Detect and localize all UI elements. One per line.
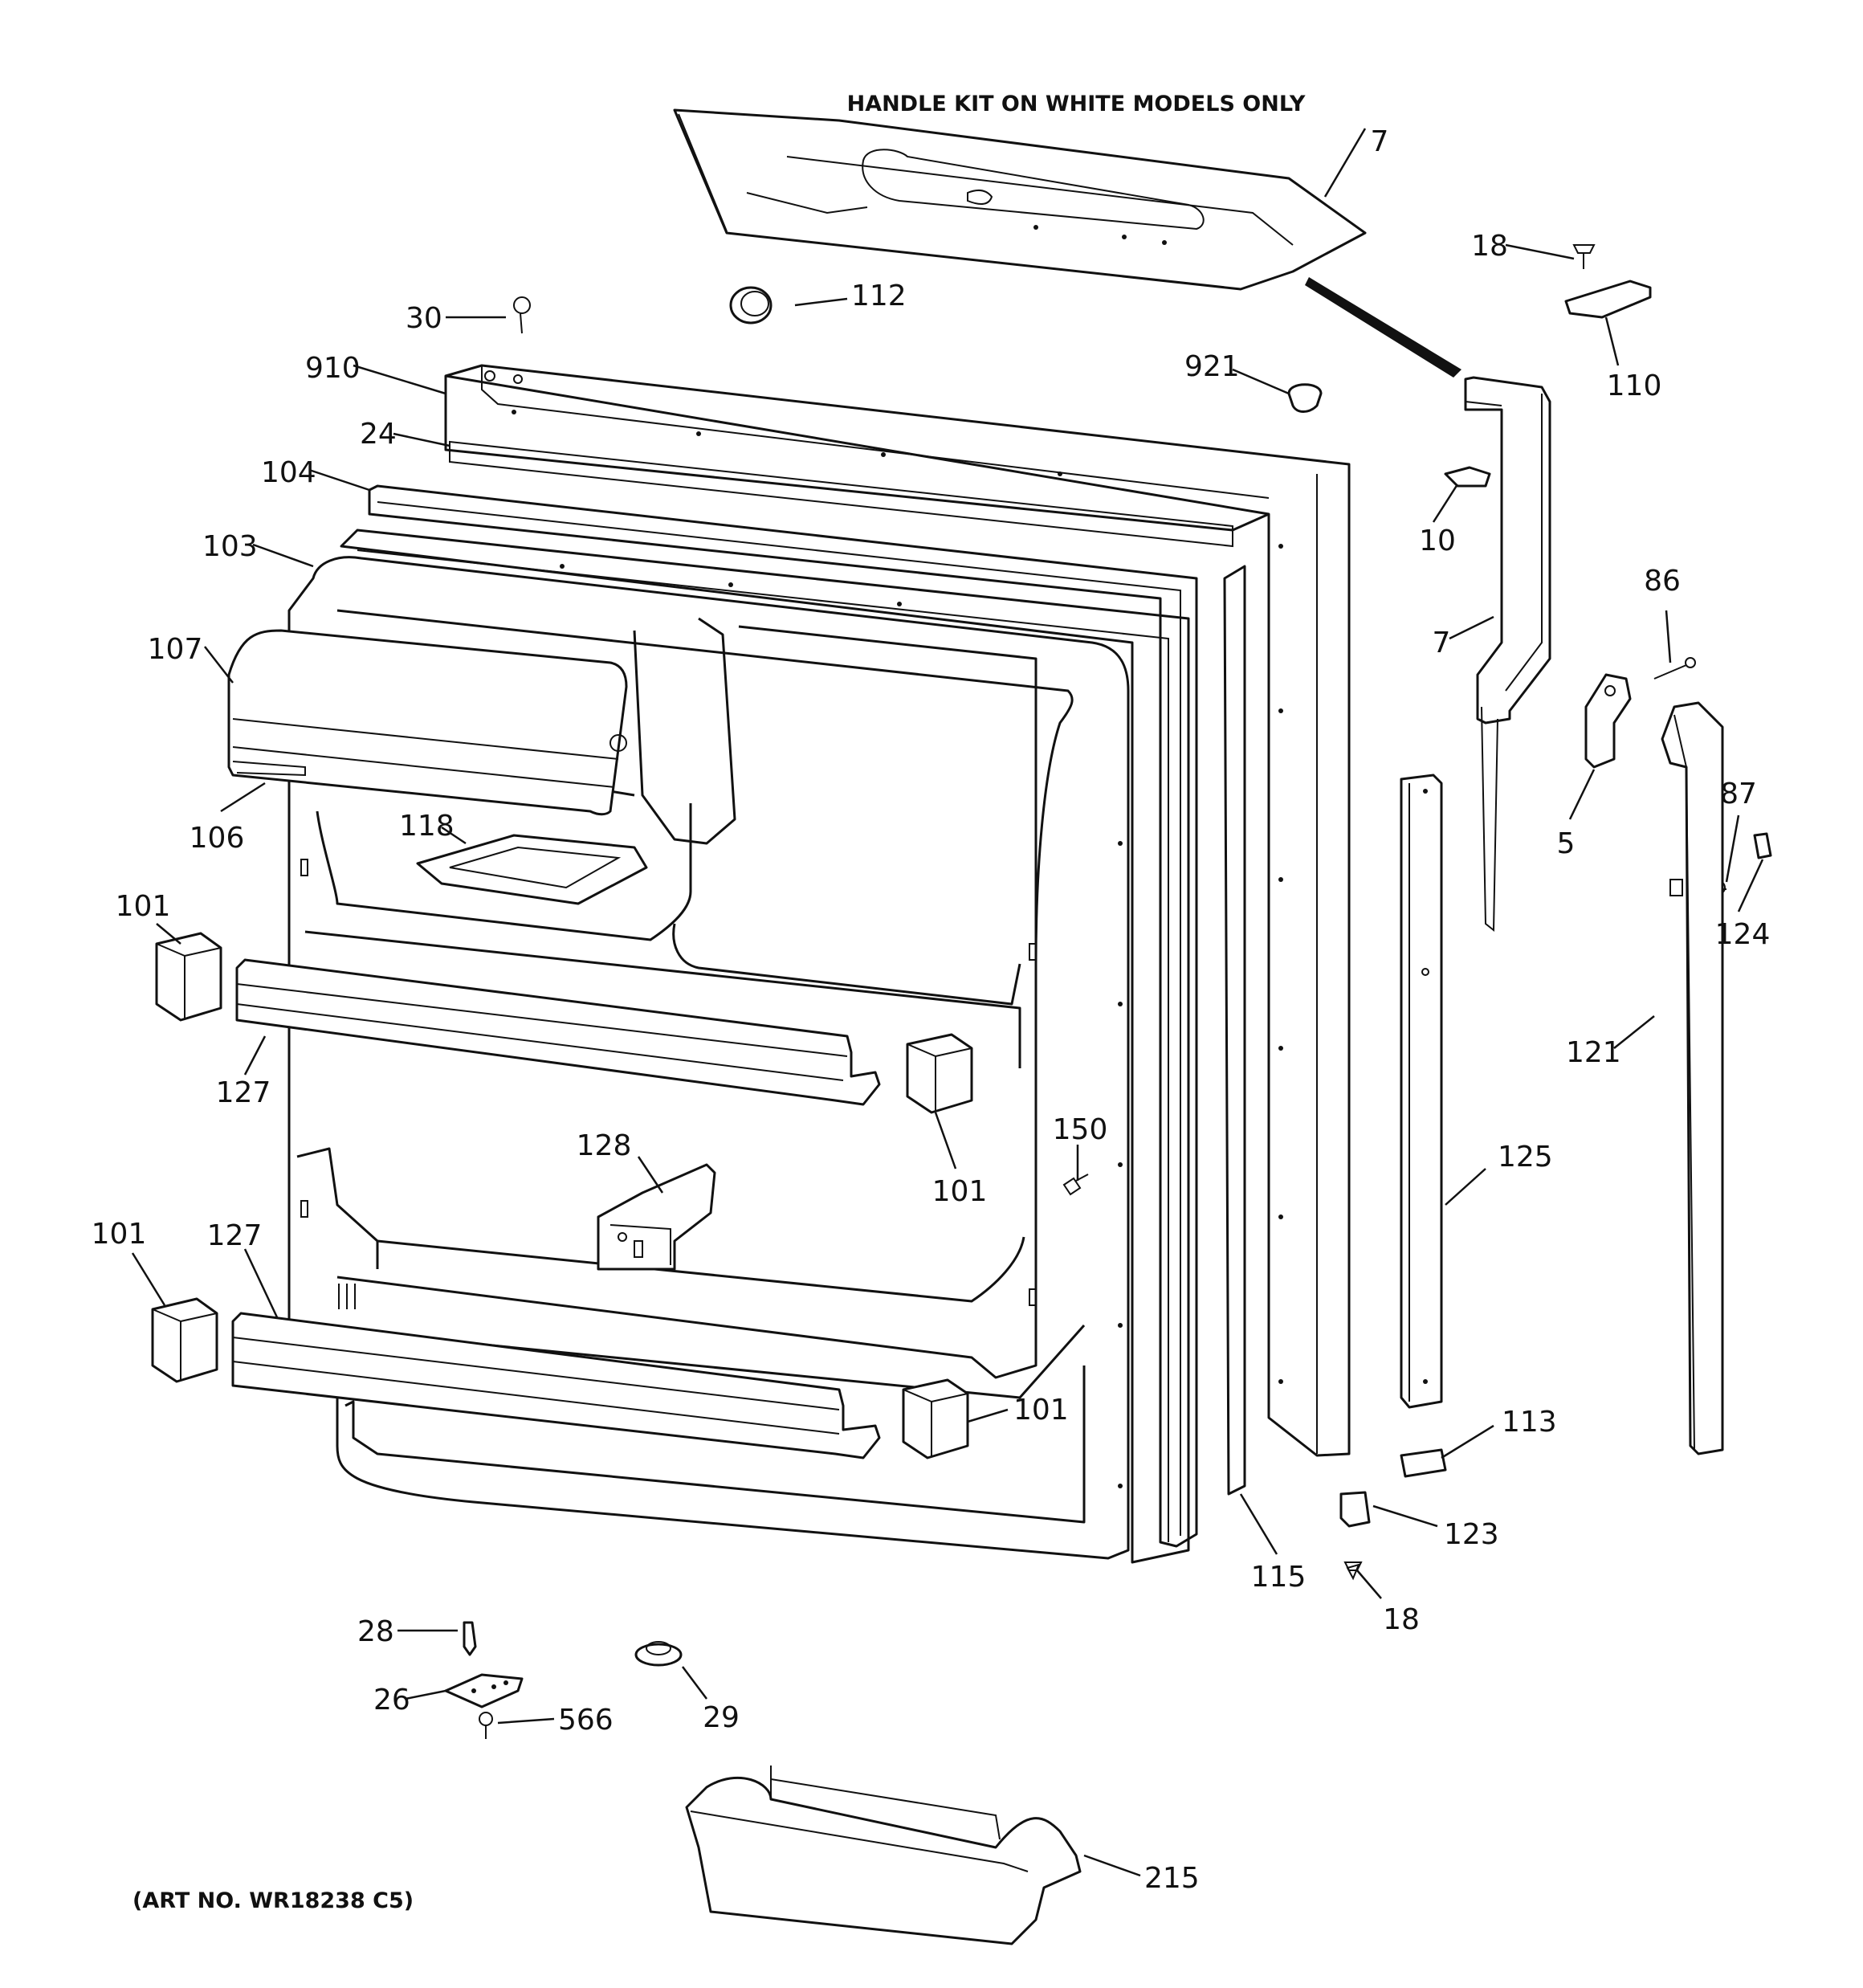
callout-921: 921 — [1184, 350, 1240, 383]
door-handle — [1464, 376, 1551, 933]
callout-26: 26 — [373, 1684, 410, 1717]
gasket-strip — [1223, 565, 1246, 1496]
door-gasket-frame — [340, 484, 1198, 1564]
callout-113: 113 — [1502, 1406, 1557, 1439]
callout-18-bottom: 18 — [1383, 1603, 1420, 1636]
hinge-plate-26 — [444, 1673, 524, 1708]
screw-18-bottom — [1343, 1561, 1363, 1581]
hinge-plate-110 — [1564, 280, 1652, 319]
callout-7-mid: 7 — [1433, 627, 1451, 659]
spacer-113 — [1400, 1448, 1447, 1478]
door-shelf-upper — [235, 958, 881, 1106]
callout-87: 87 — [1720, 778, 1757, 810]
header-note: HANDLE KIT ON WHITE MODELS ONLY — [847, 92, 1306, 116]
clip-124 — [1753, 832, 1772, 859]
hinge-pin-clip — [1444, 466, 1491, 488]
door-gasket-top — [449, 440, 1233, 548]
grommet-29 — [634, 1641, 683, 1667]
callout-103: 103 — [202, 530, 258, 563]
callout-86: 86 — [1644, 565, 1681, 598]
callout-107: 107 — [148, 633, 203, 666]
callout-112: 112 — [851, 280, 907, 312]
callout-106: 106 — [190, 822, 245, 855]
screw-150 — [1062, 1174, 1089, 1196]
door-shelf-lower — [231, 1312, 881, 1459]
callout-24: 24 — [360, 418, 397, 451]
handle-end-cap — [1584, 673, 1632, 769]
handle-kit-box — [673, 108, 1461, 378]
plug-button-112 — [729, 286, 773, 325]
callout-18-top: 18 — [1471, 230, 1508, 263]
callout-labels: 7 18 110 112 30 921 910 24 104 103 10 86… — [92, 125, 1771, 1895]
callout-566: 566 — [558, 1704, 614, 1737]
callout-121: 121 — [1566, 1036, 1621, 1069]
callout-127-b: 127 — [207, 1219, 263, 1252]
art-number: (ART NO. WR18238 C5) — [132, 1888, 414, 1913]
screw-30 — [513, 296, 531, 334]
callout-7-top: 7 — [1371, 125, 1389, 158]
callout-30: 30 — [406, 302, 442, 335]
callout-101-c: 101 — [1013, 1394, 1069, 1427]
shelf-end-cap-1 — [155, 932, 222, 1022]
callout-123: 123 — [1444, 1518, 1499, 1551]
leader-lines — [131, 128, 1764, 1877]
plug-button-921 — [1287, 383, 1323, 413]
handle-121 — [1661, 701, 1724, 1455]
door-bin-215 — [685, 1766, 1082, 1945]
callout-115: 115 — [1251, 1561, 1307, 1594]
door-inner-liner — [287, 556, 1130, 1560]
callout-110: 110 — [1607, 369, 1662, 402]
callout-28: 28 — [357, 1615, 394, 1648]
trim-strip-125 — [1400, 774, 1443, 1409]
callout-150: 150 — [1053, 1113, 1108, 1146]
shelf-end-cap-3 — [151, 1297, 218, 1383]
shelf-retainer-bracket — [597, 1163, 716, 1271]
callout-29: 29 — [703, 1701, 740, 1734]
shelf-end-cap-4 — [902, 1378, 969, 1459]
screw-566 — [479, 1712, 493, 1739]
dairy-compartment-door — [227, 629, 628, 816]
shelf-end-cap-2 — [906, 1033, 973, 1114]
callout-101-a: 101 — [116, 890, 171, 923]
pin-28 — [463, 1621, 477, 1656]
callout-128: 128 — [577, 1129, 632, 1162]
callout-104: 104 — [261, 456, 316, 489]
callout-910: 910 — [305, 352, 361, 385]
callout-10: 10 — [1419, 525, 1456, 557]
bracket-123 — [1339, 1491, 1371, 1528]
callout-127-a: 127 — [216, 1076, 271, 1109]
callout-125: 125 — [1498, 1141, 1553, 1174]
screw-18-top — [1572, 244, 1596, 269]
callout-101-d: 101 — [92, 1218, 147, 1251]
door-outer-panel — [444, 364, 1351, 1457]
callout-215: 215 — [1144, 1862, 1200, 1895]
screw-86 — [1653, 657, 1696, 680]
callout-124: 124 — [1715, 918, 1771, 951]
callout-5: 5 — [1557, 827, 1576, 860]
callout-118: 118 — [399, 810, 455, 843]
butter-tray — [416, 834, 648, 905]
callout-101-b: 101 — [932, 1175, 988, 1208]
